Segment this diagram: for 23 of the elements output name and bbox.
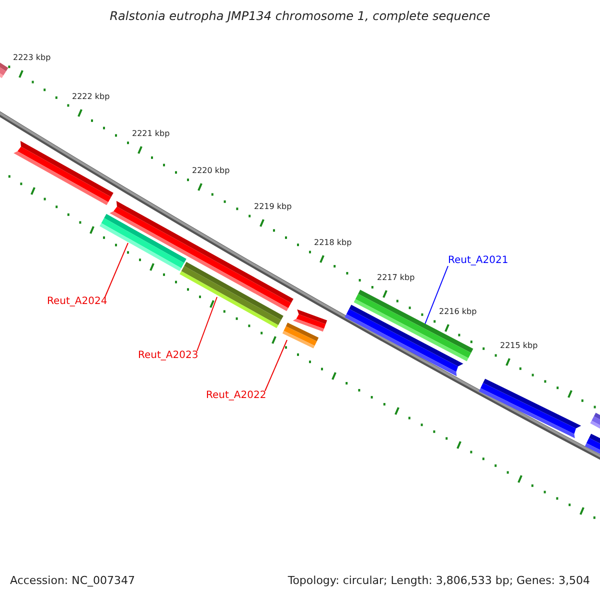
leader-line: [104, 242, 128, 298]
diagram-title: Ralstonia eutropha JMP134 chromosome 1, complete sequence: [108, 9, 492, 23]
scale-label: 2218 kbp: [314, 238, 352, 247]
leader-line: [196, 296, 218, 352]
gene-label: Reut_A2024: [47, 296, 108, 307]
gene-label: Reut_A2022: [206, 390, 266, 401]
scale-label: 2221 kbp: [132, 129, 170, 138]
scale-label: 2219 kbp: [254, 202, 292, 211]
scale-label: 2215 kbp: [500, 341, 538, 350]
gene-label: Reut_A2021: [448, 255, 508, 266]
gene-feature: [100, 214, 186, 272]
scale-label: 2220 kbp: [192, 166, 230, 175]
gene-feature: [282, 322, 319, 348]
accession-text: Accession: NC_007347: [10, 574, 136, 587]
scale-label: 2222 kbp: [72, 92, 110, 101]
scale-label: 2217 kbp: [377, 273, 415, 282]
topology-text: Topology: circular; Length: 3,806,533 bp; Genes: 3,504: [288, 574, 590, 587]
leader-line: [424, 266, 448, 324]
gene-label: Reut_A2023: [138, 350, 198, 361]
scale-label: 2223 kbp: [13, 53, 51, 62]
gene-feature: [180, 262, 284, 328]
scale-label: 2216 kbp: [439, 307, 477, 316]
leader-line: [264, 340, 288, 392]
